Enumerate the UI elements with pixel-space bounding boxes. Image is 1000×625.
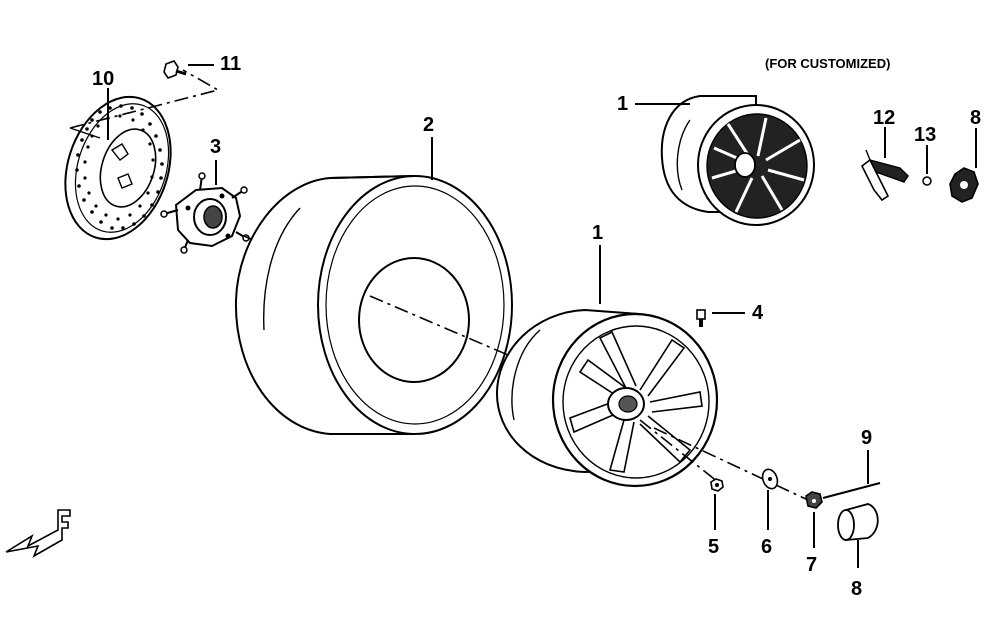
callout-2: 2 (423, 114, 434, 136)
wheel-hub (160, 172, 250, 254)
callout-8-top: 8 (970, 107, 981, 129)
customized-note: (FOR CUSTOMIZED) (765, 56, 890, 71)
hub-cap (837, 503, 879, 541)
callout-6: 6 (761, 536, 772, 558)
washer (761, 468, 779, 490)
brake-disc (64, 95, 172, 241)
callout-10: 10 (92, 68, 114, 90)
callout-9: 9 (861, 427, 872, 449)
callout-13: 13 (914, 124, 936, 146)
callout-11: 11 (220, 53, 241, 75)
rim-main (495, 308, 719, 488)
hub-cap-customized (949, 167, 979, 203)
lug-nut (710, 478, 724, 492)
callout-8-bottom: 8 (851, 578, 862, 600)
cotter-pin (822, 482, 881, 499)
callout-12: 12 (873, 107, 895, 129)
front-arrow-icon (5, 509, 71, 558)
callout-4: 4 (752, 302, 764, 324)
rim-customized (660, 95, 815, 226)
callout-1-top: 1 (617, 93, 628, 115)
small-nut (922, 176, 932, 186)
tire (234, 174, 513, 435)
castle-nut (805, 491, 823, 509)
valve-bracket (860, 149, 909, 202)
callout-5: 5 (708, 536, 719, 558)
callout-3: 3 (210, 136, 221, 158)
bolt-small (163, 60, 187, 79)
callout-1-main: 1 (592, 222, 603, 244)
callout-7: 7 (806, 554, 817, 576)
valve-stem (696, 309, 706, 327)
